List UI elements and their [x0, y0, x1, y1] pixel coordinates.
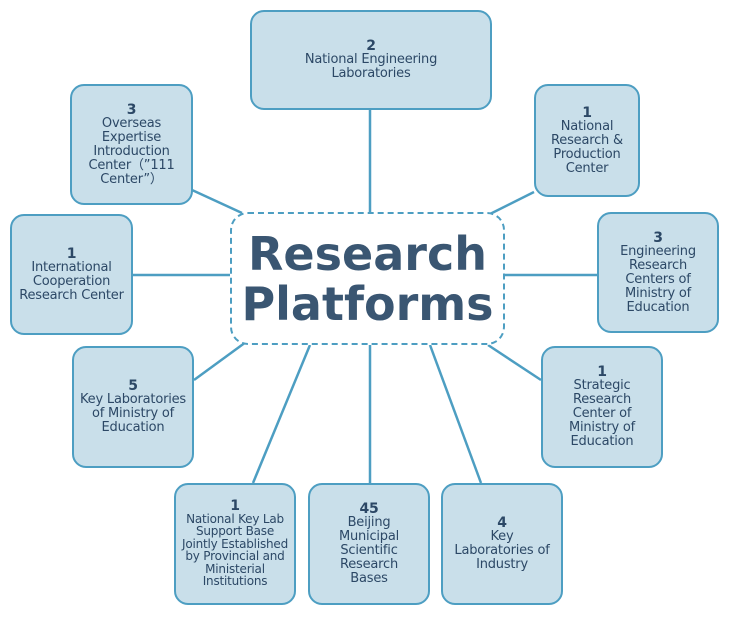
link-9	[428, 344, 483, 484]
node-label: National Research & Production Center	[551, 118, 623, 176]
node-count: 5	[128, 378, 138, 394]
hub-title-line1: Research	[248, 226, 487, 281]
hub-title-line2: Platforms	[241, 276, 494, 331]
node-international-cooperation: 1 International Cooperation Research Cen…	[10, 214, 133, 335]
node-label: Key Laboratories of Industry	[454, 529, 550, 572]
node-label: Overseas Expertise Introduction Center（”…	[88, 115, 175, 187]
link-5	[193, 340, 247, 382]
node-label: Strategic Research Center of Ministry of…	[568, 378, 636, 449]
link-2	[489, 190, 535, 216]
node-key-labs-industry: 4 Key Laboratories of Industry	[441, 483, 563, 605]
node-engineering-research-centers: 3 Engineering Research Centers of Minist…	[597, 212, 719, 333]
link-1	[191, 188, 243, 215]
node-overseas-expertise: 3 Overseas Expertise Introduction Center…	[70, 84, 193, 205]
node-count: 4	[497, 515, 507, 531]
link-6	[487, 343, 542, 382]
node-label: Beijing Municipal Scientific Research Ba…	[338, 515, 400, 586]
node-label: National Key Lab Support Base Jointly Es…	[182, 511, 289, 589]
node-count: 1	[597, 364, 607, 380]
node-count: 2	[366, 38, 376, 54]
node-research-production-center: 1 National Research & Production Center	[534, 84, 640, 197]
node-label: Key Laboratories of Ministry of Educatio…	[80, 392, 187, 435]
research-platforms-hub: Research Platforms	[230, 212, 505, 345]
node-label: National Engineering Laboratories	[304, 52, 438, 81]
node-national-key-lab-support-base: 1 National Key Lab Support Base Jointly …	[174, 483, 296, 605]
node-label: International Cooperation Research Cente…	[19, 259, 124, 303]
node-label: Engineering Research Centers of Ministry…	[620, 243, 696, 315]
link-7	[251, 344, 312, 484]
node-count: 1	[66, 245, 77, 262]
node-key-labs-moe: 5 Key Laboratories of Ministry of Educat…	[72, 346, 194, 468]
node-count: 45	[359, 501, 379, 517]
node-count: 1	[230, 498, 240, 515]
node-national-engineering-labs: 2 National Engineering Laboratories	[250, 10, 492, 110]
node-count: 1	[582, 104, 592, 121]
node-beijing-research-bases: 45 Beijing Municipal Scientific Research…	[308, 483, 430, 605]
node-count: 3	[126, 101, 137, 118]
node-strategic-research-center: 1 Strategic Research Center of Ministry …	[541, 346, 663, 468]
node-count: 3	[653, 229, 663, 246]
